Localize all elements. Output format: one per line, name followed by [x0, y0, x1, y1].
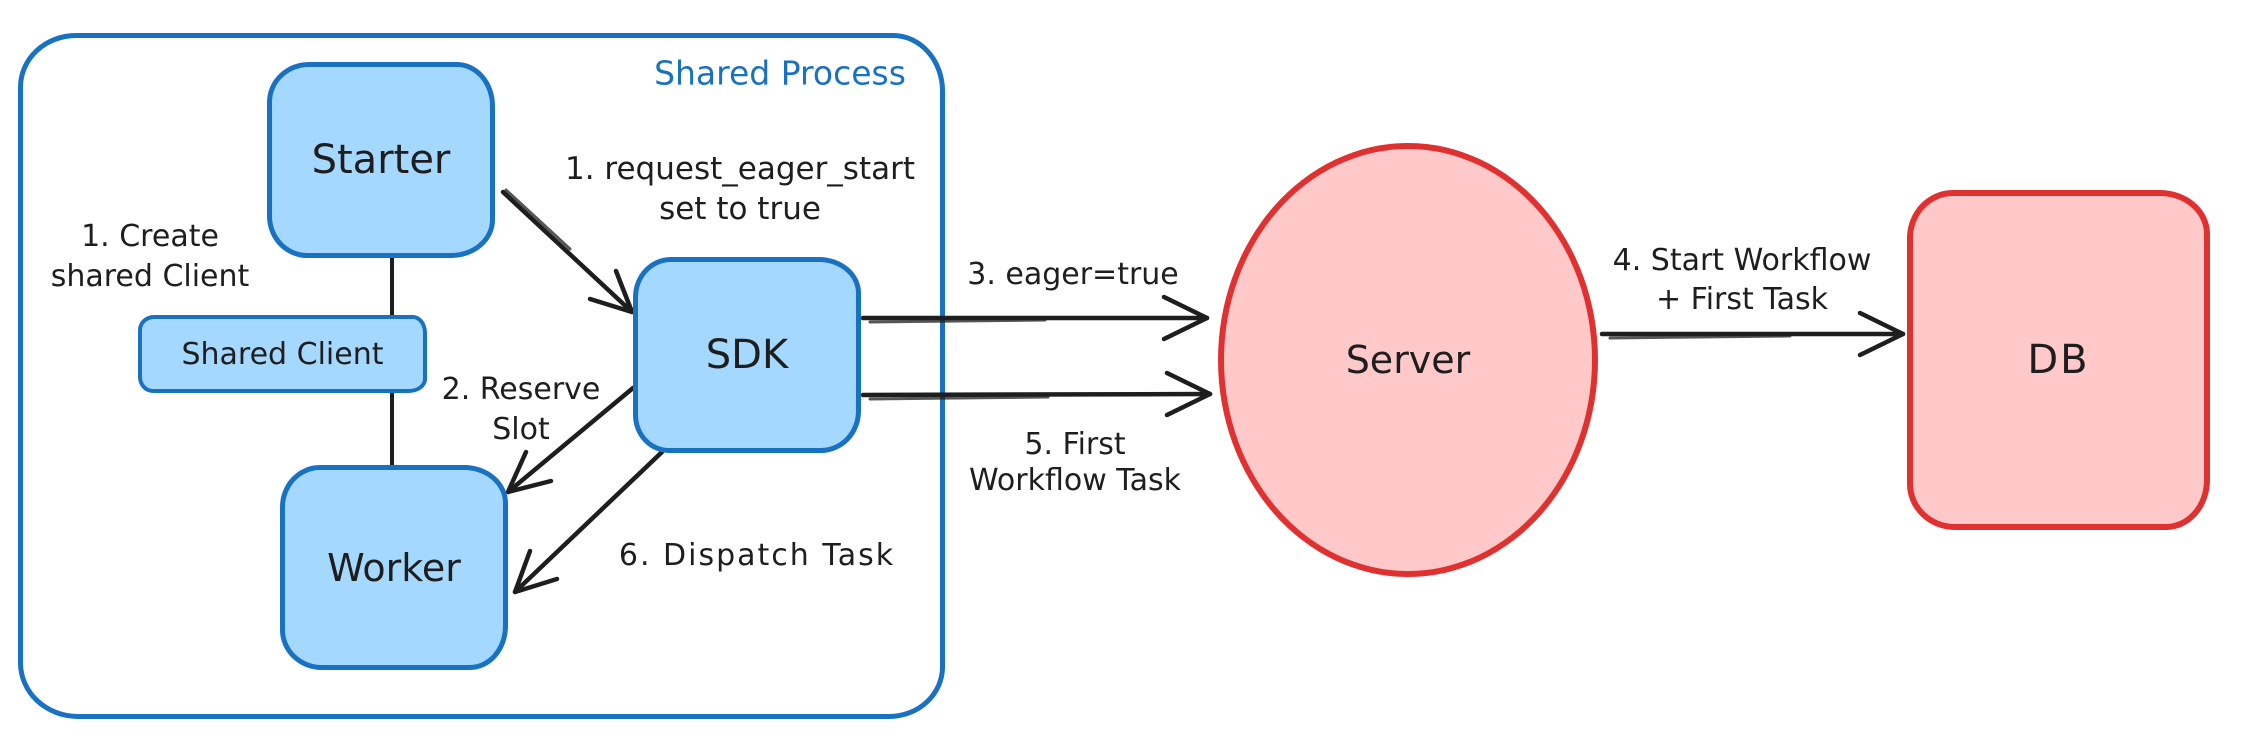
annotation-line: 1. request_eager_start — [564, 151, 916, 187]
node-starter: Starter — [267, 62, 495, 258]
shared-client-label: Shared Client — [181, 336, 384, 372]
annotation-line: 1. Create — [81, 219, 219, 254]
worker-label: Worker — [327, 545, 461, 590]
annotation-line: 5. First — [1024, 427, 1126, 462]
annotation-dispatch-task: 6. Dispatch Task — [619, 536, 895, 576]
sdk-label: SDK — [705, 332, 789, 378]
arrow-dispatch-task — [512, 449, 665, 595]
node-db: DB — [1907, 190, 2210, 530]
annotation-first-workflow-task: 5. First Workflow Task — [969, 427, 1181, 499]
annotation-line: set to true — [659, 191, 821, 227]
annotation-start-workflow: 4. Start Workflow + First Task — [1613, 241, 1872, 319]
annotation-line: Slot — [492, 412, 550, 447]
node-shared-client: Shared Client — [138, 315, 427, 393]
arrow-request-eager-start — [500, 188, 635, 315]
annotation-line: shared Client — [50, 259, 250, 294]
node-sdk: SDK — [633, 257, 861, 453]
arrow-first-workflow-task — [860, 370, 1213, 418]
shared-process-boundary — [18, 33, 945, 719]
shared-process-label: Shared Process — [654, 53, 906, 93]
annotation-line: 4. Start Workflow — [1612, 243, 1872, 278]
node-server: Server — [1218, 143, 1598, 577]
arrow-eager-true — [860, 294, 1210, 342]
annotation-eager-true: 3. eager=true — [967, 255, 1179, 295]
annotation-line: 6. Dispatch Task — [618, 538, 896, 573]
server-label: Server — [1345, 338, 1471, 382]
db-label: DB — [2027, 337, 2090, 383]
starter-label: Starter — [311, 137, 451, 183]
annotation-line: Workflow Task — [968, 463, 1182, 498]
arrow-start-workflow — [1599, 310, 1906, 358]
annotation-line: 2. Reserve — [441, 372, 601, 407]
annotation-reserve-slot: 2. Reserve Slot — [442, 370, 601, 450]
annotation-request-eager-start: 1. request_eager_start set to true — [565, 149, 915, 229]
arrow-reserve-slot — [505, 385, 636, 495]
node-worker: Worker — [280, 465, 508, 670]
annotation-create-shared-client: 1. Create shared Client — [51, 217, 250, 297]
annotation-line: + First Task — [1655, 282, 1829, 317]
annotation-line: 3. eager=true — [967, 257, 1179, 292]
